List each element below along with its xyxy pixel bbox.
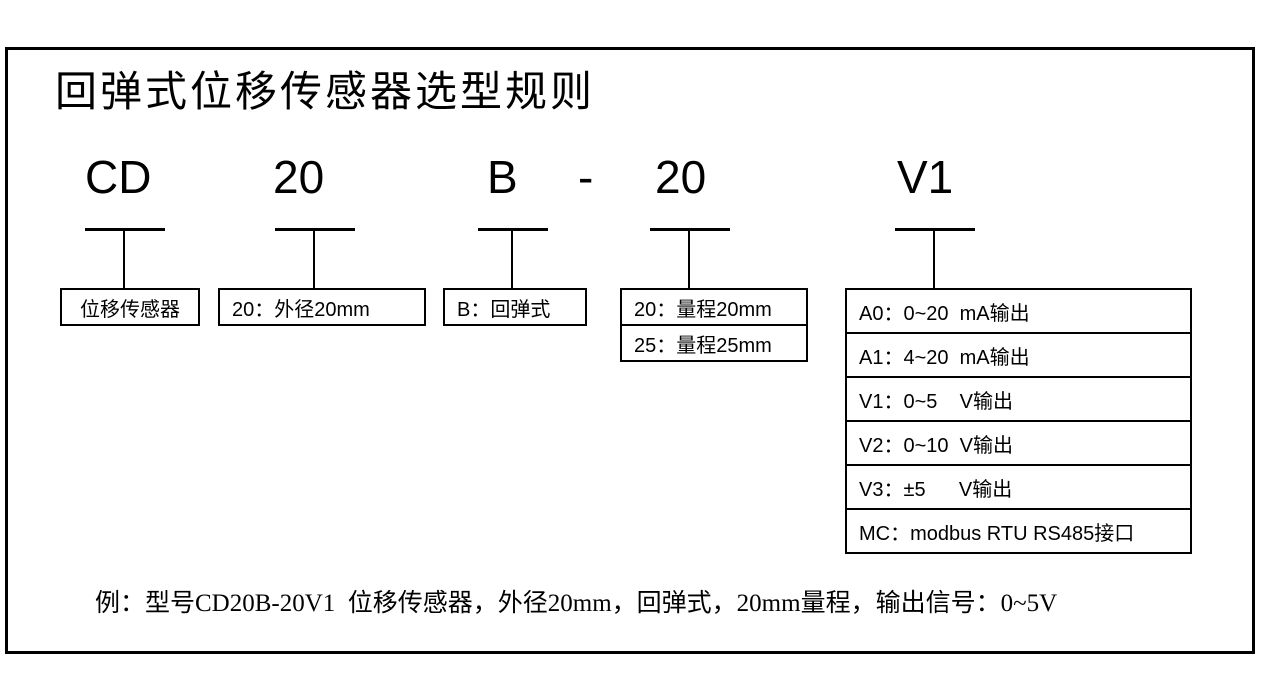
- box-output-option: MC：modbus RTU RS485接口: [845, 508, 1192, 554]
- box-output-option: A0：0~20 mA输出: [845, 288, 1192, 334]
- box-output-option: A1：4~20 mA输出: [845, 332, 1192, 378]
- model-code-output: V1: [897, 151, 954, 203]
- model-code-prefix: CD: [85, 151, 152, 203]
- box-output-option: V2：0~10 V输出: [845, 420, 1192, 466]
- connector-underline-prefix: [85, 228, 165, 231]
- connector-underline-diameter: [275, 228, 355, 231]
- connector-underline-range: [650, 228, 730, 231]
- example-text: 例：型号CD20B-20V1 位移传感器，外径20mm，回弹式，20mm量程，输…: [95, 590, 1058, 617]
- connector-underline-type: [478, 228, 548, 231]
- box-output-option: V1：0~5 V输出: [845, 376, 1192, 422]
- connector-line-output: [933, 230, 935, 288]
- box-range-option: 25：量程25mm: [620, 324, 808, 362]
- model-code-range: 20: [655, 151, 707, 203]
- model-code-diameter: 20: [273, 151, 325, 203]
- box-range-option: 20：量程20mm: [620, 288, 808, 326]
- box-diameter-label: 20：外径20mm: [218, 288, 426, 326]
- connector-line-range: [688, 230, 690, 288]
- box-sensor-label: 位移传感器: [60, 288, 200, 326]
- model-code-type: B: [487, 151, 518, 203]
- diagram-title: 回弹式位移传感器选型规则: [55, 70, 596, 116]
- model-code-dash: -: [578, 151, 594, 203]
- connector-line-diameter: [313, 230, 315, 288]
- box-output-option: V3：±5 V输出: [845, 464, 1192, 510]
- connector-line-type: [511, 230, 513, 288]
- connector-underline-output: [895, 228, 975, 231]
- diagram-border: [5, 47, 1255, 654]
- box-type-label: B：回弹式: [443, 288, 587, 326]
- connector-line-prefix: [123, 230, 125, 288]
